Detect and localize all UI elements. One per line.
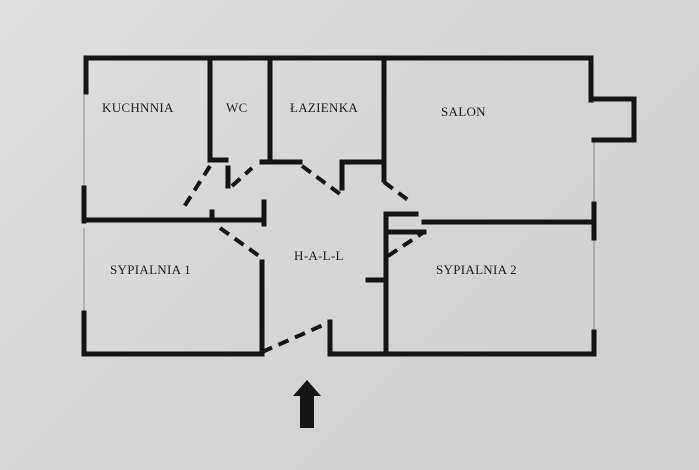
room-label-bedroom-1: SYPIALNIA 1 <box>110 262 191 277</box>
room-label-wc: WC <box>226 100 248 115</box>
thin-outline <box>83 95 595 330</box>
room-label-bathroom: ŁAZIENKA <box>290 100 358 115</box>
room-label-living-room: SALON <box>441 104 486 119</box>
room-label-kitchen: KUCHNNIA <box>102 100 174 115</box>
room-label-hall: H-A-L-L <box>294 248 344 263</box>
door-swings <box>180 164 426 354</box>
room-label-bedroom-2: SYPIALNIA 2 <box>436 262 517 277</box>
interior-walls <box>81 55 595 357</box>
up-arrow-icon <box>293 380 321 428</box>
